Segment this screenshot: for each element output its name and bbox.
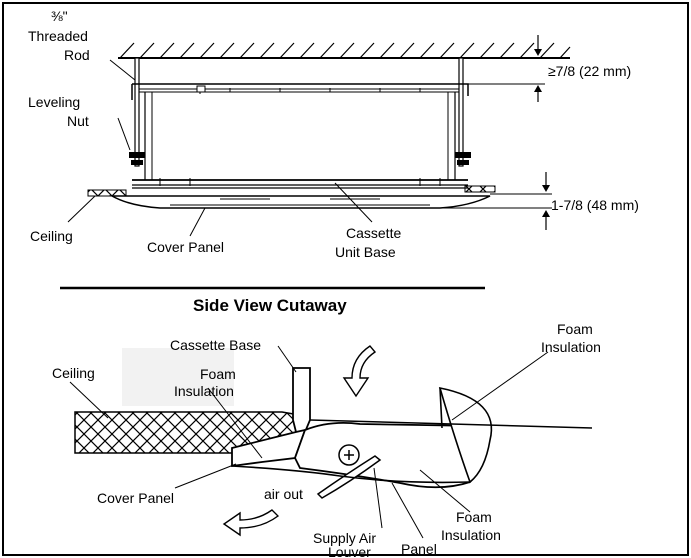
foam-left-label-1: Foam [200, 366, 236, 382]
louver-label-1: Supply Air [313, 530, 376, 546]
leveling-nut-label-1: Leveling [28, 94, 80, 110]
ceiling-tiles [87, 185, 496, 197]
cassette-label-2: Unit Base [335, 244, 396, 260]
threaded-rods [134, 57, 464, 167]
foam-top-label-1: Foam [557, 321, 593, 337]
foam-right-label-2: Insulation [441, 527, 501, 543]
air-in-arrow [342, 345, 377, 398]
foam-right-label-1: Foam [456, 509, 492, 525]
cover-panel-shape [109, 195, 491, 209]
louver-label-2: Louver [328, 544, 371, 558]
ceiling-label: Ceiling [30, 228, 73, 244]
side-leaders [69, 345, 549, 539]
leveling-nut-label-2: Nut [67, 113, 89, 129]
panel-height-dimension [440, 172, 552, 230]
foam-left-label-2: Insulation [174, 383, 234, 399]
ceiling-side-label: Ceiling [52, 365, 95, 381]
top-view: ⅜" Threaded Rod Leveling Nut Ceiling Cov… [28, 8, 639, 260]
clearance-dimension [468, 35, 545, 102]
threaded-rod-label-1: Threaded [28, 28, 88, 44]
cassette-label-1: Cassette [346, 225, 401, 241]
panel-label: Panel [401, 541, 437, 557]
foam-insulation-right [438, 386, 493, 484]
air-out-arrow [222, 509, 280, 537]
side-view-title: Side View Cutaway [193, 296, 347, 315]
foam-top-label-2: Insulation [541, 339, 601, 355]
ceiling-slab [118, 42, 571, 59]
cassette-unit-body [129, 83, 471, 189]
side-view: Side View Cutaway [52, 296, 601, 558]
ceiling-backdrop [122, 348, 234, 406]
panel-bottom-edge [231, 465, 471, 484]
top-leaders [67, 59, 373, 237]
cassette-base-label: Cassette Base [170, 337, 261, 353]
air-out-label: air out [264, 486, 303, 502]
threaded-rod-label-2: Rod [64, 47, 90, 63]
cassette-base-shape [292, 367, 311, 433]
rod-size-label: ⅜" [51, 8, 68, 24]
panel-dim-label: 1-7/8 (48 mm) [551, 197, 639, 213]
clearance-dim-label: ≥7/8 (22 mm) [548, 63, 631, 79]
cover-panel-side-label: Cover Panel [97, 490, 174, 506]
cover-panel-label: Cover Panel [147, 239, 224, 255]
